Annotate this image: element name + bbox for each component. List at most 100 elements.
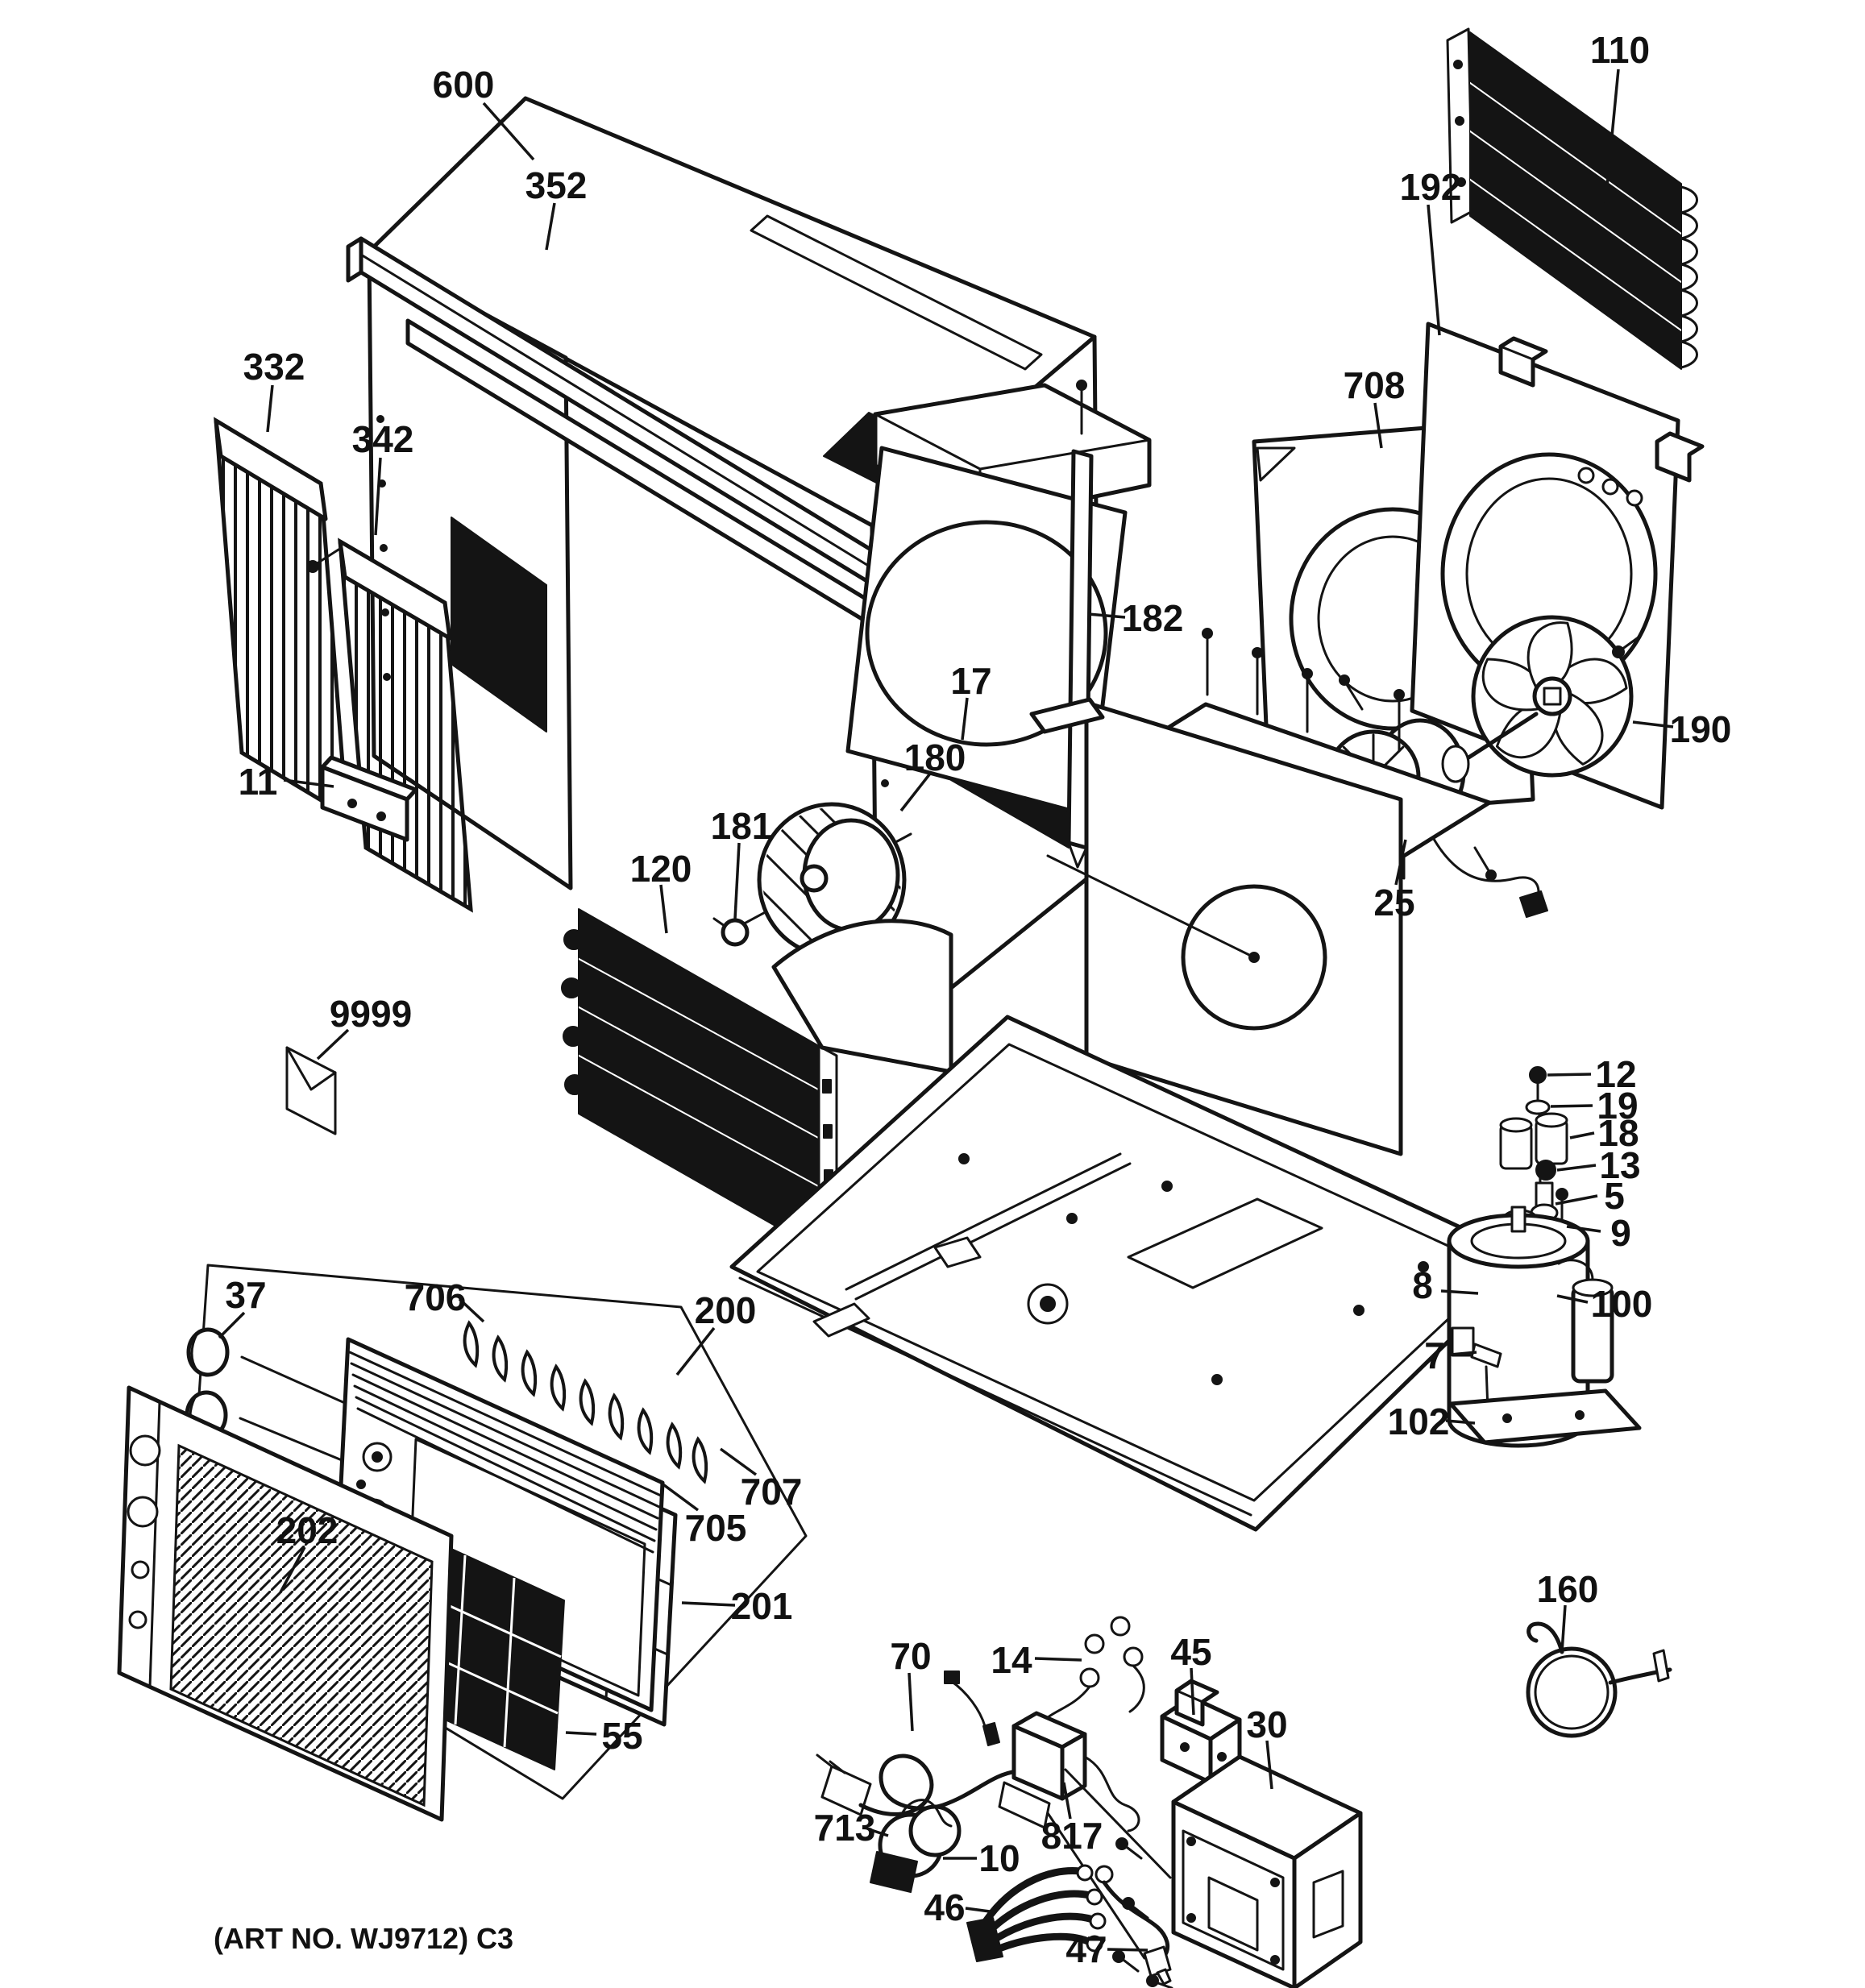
leader-line-14 [1034,1657,1082,1662]
part-label-706: 706 [405,1276,467,1318]
leader-line-352 [545,202,556,251]
part-label-110: 110 [1590,29,1650,71]
front-grille-200 [334,1337,665,1712]
leader-line-70 [908,1672,914,1732]
leader-line-9999 [316,1028,350,1060]
part-label-17: 17 [950,660,991,702]
part-label-200: 200 [695,1289,757,1331]
part-label-600: 600 [433,64,495,106]
leader-line-13 [1556,1164,1597,1172]
part-label-12: 12 [1595,1053,1636,1095]
leader-line-600 [482,102,535,161]
leader-line-202 [279,1546,306,1593]
leader-line-705 [659,1481,700,1512]
leader-line-47 [1107,1948,1148,1952]
part-label-13: 13 [1599,1144,1640,1186]
callout-layer: 6003521101927083323421821719011180181120… [218,29,1732,1970]
vent-motor-713-capacitor-10 [870,1799,962,1893]
part-label-190: 190 [1670,708,1732,750]
leader-line-8 [1440,1289,1479,1295]
compressor-base-plate [1448,1388,1642,1445]
sensor-wire-47 [1094,1865,1172,1986]
leader-line-160 [1560,1604,1567,1653]
leader-line-12 [1547,1073,1592,1077]
mounting-caps-18 [1499,1112,1568,1170]
leader-line-817 [1062,1782,1072,1820]
leader-line-37 [218,1311,246,1339]
leader-line-11 [283,778,334,788]
leader-line-18 [1569,1131,1595,1139]
part-label-37: 37 [225,1274,266,1316]
leader-line-180 [899,772,932,812]
terminal-block-817 [998,1711,1172,1960]
grommet-13 [1535,1160,1556,1181]
angle-bracket-11 [320,755,418,842]
leader-line-7 [1450,1351,1477,1356]
front-panel-202 [117,1385,454,1822]
part-label-180: 180 [904,737,966,778]
part-label-18: 18 [1597,1112,1639,1154]
part-label-707: 707 [741,1471,803,1513]
power-cord-70 [816,1671,1035,1816]
leader-line-30 [1265,1740,1273,1790]
blower-wheel-180 [737,802,912,958]
condenser-fan-blade-190 [1471,615,1641,778]
part-label-5: 5 [1604,1175,1625,1217]
art-number: (ART NO. WJ9712) C3 [214,1922,513,1955]
control-box-30 [1112,1754,1363,1988]
bolt-12 [1529,1066,1547,1084]
leader-line-200 [675,1326,716,1376]
part-label-10: 10 [978,1837,1020,1879]
leader-line-45 [1190,1667,1195,1716]
leader-line-706 [458,1297,485,1323]
part-label-46: 46 [924,1886,965,1928]
part-label-7: 7 [1424,1334,1445,1376]
mounting-rail-352 [306,236,937,1030]
part-label-19: 19 [1597,1085,1638,1127]
part-label-120: 120 [630,848,692,890]
leader-line-708 [1373,402,1383,449]
part-label-332: 332 [243,346,305,388]
part-label-708: 708 [1344,364,1406,406]
part-label-182: 182 [1122,597,1184,639]
part-label-9999: 9999 [330,993,412,1035]
leader-line-201 [681,1601,736,1607]
leader-line-9 [1566,1225,1601,1233]
leader-line-46 [965,1907,991,1913]
part-label-47: 47 [1065,1928,1107,1970]
leader-line-110 [1604,68,1620,204]
leader-line-25 [1394,839,1407,886]
leader-line-342 [374,457,382,536]
part-label-11: 11 [239,761,278,803]
shaft-grommet-181 [712,917,750,947]
part-label-55: 55 [601,1715,642,1757]
leader-line-707 [719,1447,758,1476]
literature-envelope-9999 [285,1046,337,1135]
part-label-202: 202 [276,1509,339,1551]
part-label-160: 160 [1537,1568,1599,1610]
part-label-192: 192 [1400,166,1462,208]
part-label-201: 201 [731,1585,793,1627]
leader-line-192 [1427,204,1441,336]
part-label-45: 45 [1170,1631,1211,1673]
wire-bundle-46 [966,1864,1107,1962]
condenser-coil-110 [1446,27,1698,370]
front-panel-group [117,1264,808,1822]
side-louver-panel-332 [214,417,349,820]
compressor-assembly [1447,1066,1642,1448]
part-label-70: 70 [890,1635,931,1677]
leader-line-120 [659,884,668,934]
base-pan [729,1015,1568,1532]
part-label-713: 713 [814,1807,876,1849]
part-label-817: 817 [1041,1815,1103,1857]
part-label-25: 25 [1373,882,1414,923]
leader-line-713 [868,1828,889,1837]
leader-line-102 [1445,1419,1476,1425]
chassis-partition [771,628,1492,1156]
leader-line-190 [1632,720,1674,728]
part-label-352: 352 [525,164,588,206]
leader-line-181 [733,842,741,919]
drain-spring-160 [1526,1621,1672,1738]
